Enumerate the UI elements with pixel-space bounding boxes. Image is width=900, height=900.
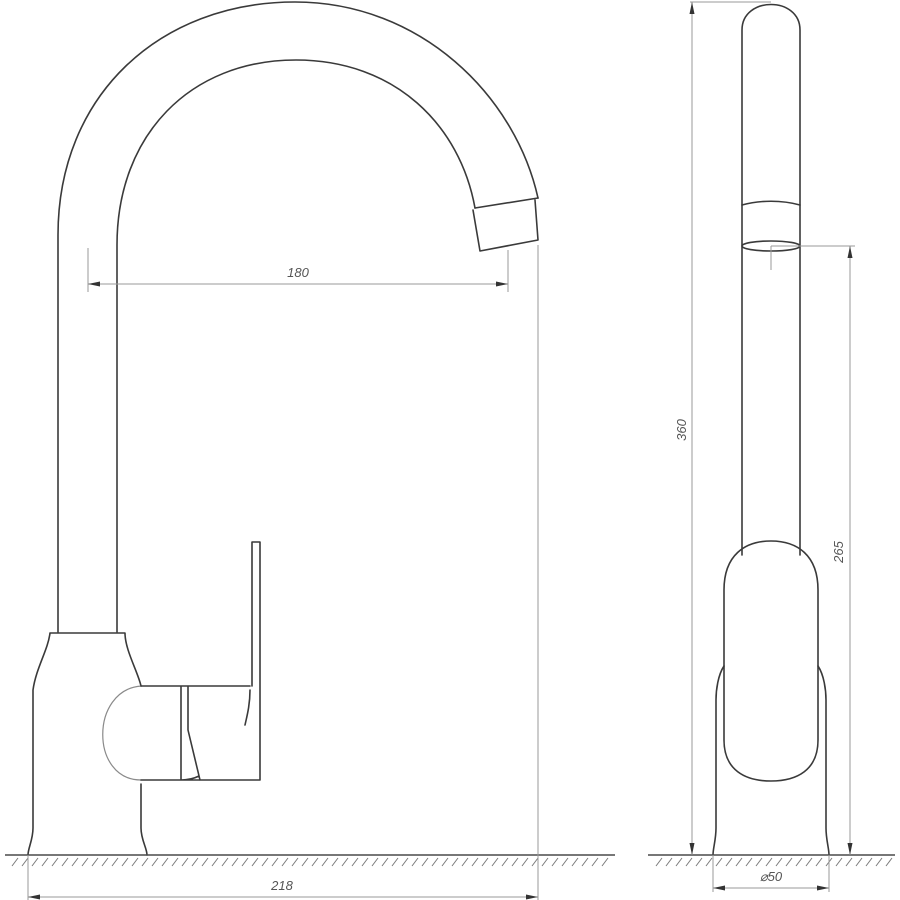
dimension-base-diameter: ⌀50: [712, 855, 830, 892]
dimension-overall-width: 218: [27, 245, 539, 900]
dimension-label-180: 180: [287, 265, 309, 280]
aerator: [472, 197, 539, 252]
dimension-label-218: 218: [270, 878, 293, 893]
side-view: 180 218: [5, 1, 615, 900]
dimension-label-360: 360: [674, 418, 689, 440]
ground-hatching-right: [655, 857, 893, 867]
faucet-body: [27, 632, 148, 856]
dimension-label-d50: ⌀50: [760, 869, 783, 884]
cartridge-dome: [102, 685, 142, 781]
dimension-outlet-height: 265: [770, 245, 855, 855]
faucet-base-body: [712, 665, 830, 856]
handle-lozenge: [723, 540, 819, 782]
spout-outer-contour: [57, 1, 539, 633]
dimension-spout-reach: 180: [87, 248, 509, 292]
spout-inner-contour: [116, 59, 476, 633]
ground-hatching-left: [11, 857, 609, 867]
front-view: 360 265 ⌀50: [648, 1, 895, 892]
dimension-overall-height: 360: [674, 1, 771, 855]
dimension-label-265: 265: [831, 540, 846, 563]
spout-band: [741, 200, 801, 206]
handle-block: [140, 541, 261, 781]
spout-tube: [741, 3, 801, 556]
